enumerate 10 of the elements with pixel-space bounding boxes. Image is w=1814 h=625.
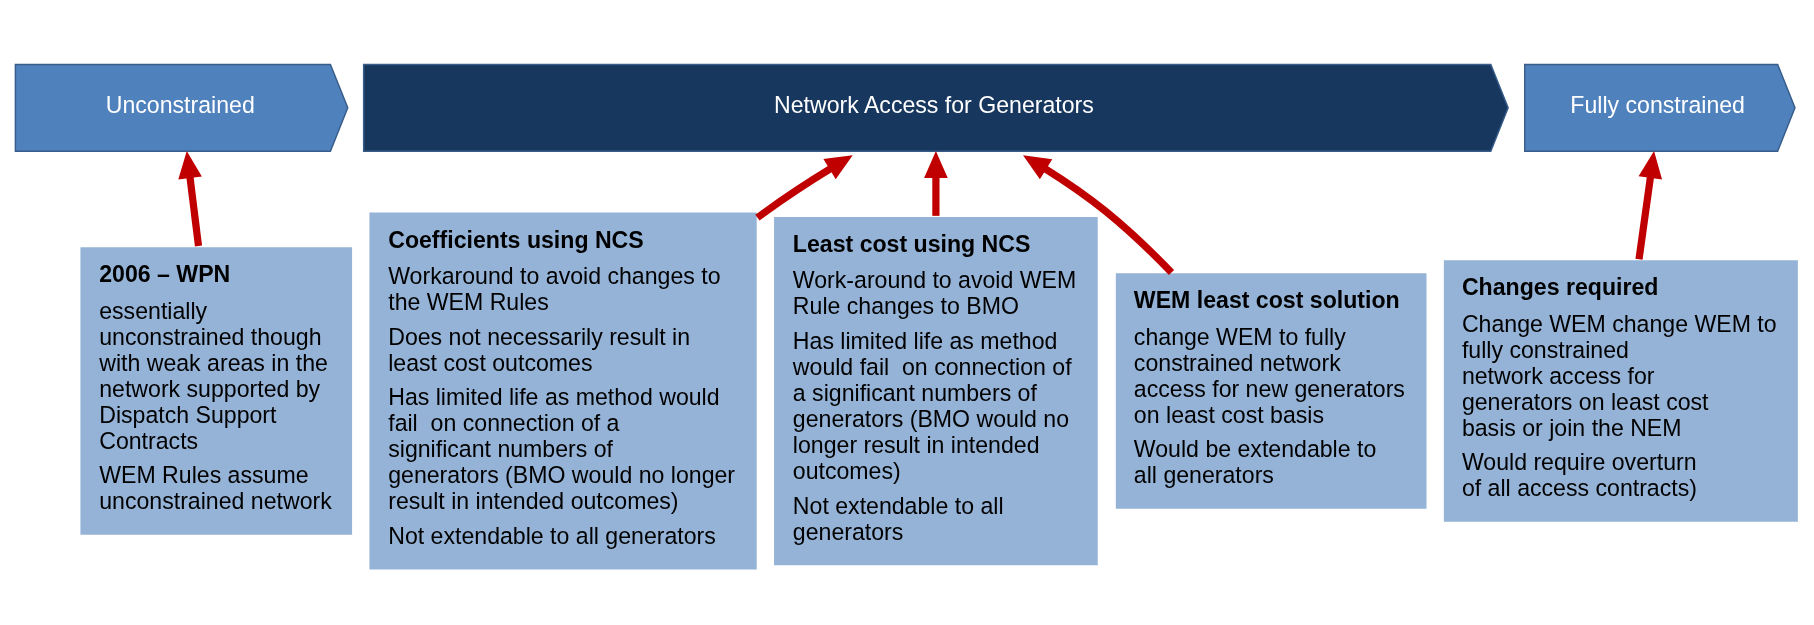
node-box: Coefficients using NCS Workaround to avoid changes to the WEM Rules Does not necessarily result in least cost outcomes Has limited life as method would fail on connection of a significant numbers of generators (BMO would no longer result in intended outcomes) Not extendable to all generators — [368, 210, 759, 571]
node-box: Least cost using NCS Work-around to avoid WEM Rule changes to BMO Has limited life as method would fail on connection of a significant numbers of generators (BMO would no longer result in intended outcomes) Not extendable to all generators — [772, 214, 1100, 567]
arrow — [178, 150, 203, 246]
node-box: Changes required Change WEM change WEM to fully constrained network access for generators on least cost basis or join the NEM Would require overturn of all access contracts) — [1442, 258, 1800, 523]
arrow — [1635, 150, 1663, 260]
node-box: WEM least cost solution change WEM to fully constrained network access for new generators on least cost basis Would be extendable to all generators — [1114, 271, 1428, 510]
node-box: 2006 – WPN essentially unconstrained though with weak areas in the network supported by Dispatch Support Contracts WEM Rules assume unconstrained network — [79, 245, 354, 536]
arrow — [1023, 154, 1175, 275]
arrow — [755, 154, 853, 221]
arrow — [924, 150, 948, 216]
